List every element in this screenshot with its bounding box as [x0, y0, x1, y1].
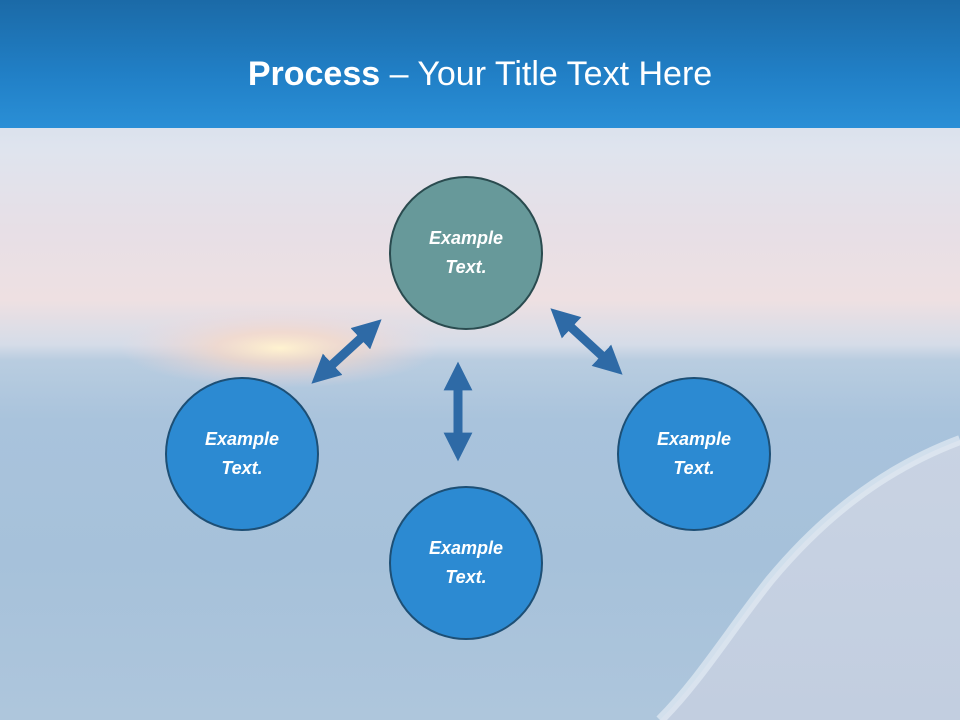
node-bottom: Example Text. — [389, 486, 543, 640]
arrow-top-right — [550, 308, 623, 375]
title-bar — [0, 0, 960, 128]
title-bold: Process — [247, 55, 381, 93]
node-top-text: Example Text. — [428, 228, 504, 277]
node-right: Example Text. — [617, 377, 771, 531]
node-bottom-text: Example Text. — [428, 538, 504, 587]
node-right-text: Example Text. — [656, 429, 732, 478]
node-left: Example Text. — [165, 377, 319, 531]
node-left-text: Example Text. — [204, 429, 280, 478]
title-rest: – Your Title Text Here — [380, 55, 713, 93]
node-top: Example Text. — [389, 176, 543, 330]
arrow-left-top — [311, 319, 382, 384]
slide-title: Process – Your Title Text Here — [0, 52, 960, 96]
